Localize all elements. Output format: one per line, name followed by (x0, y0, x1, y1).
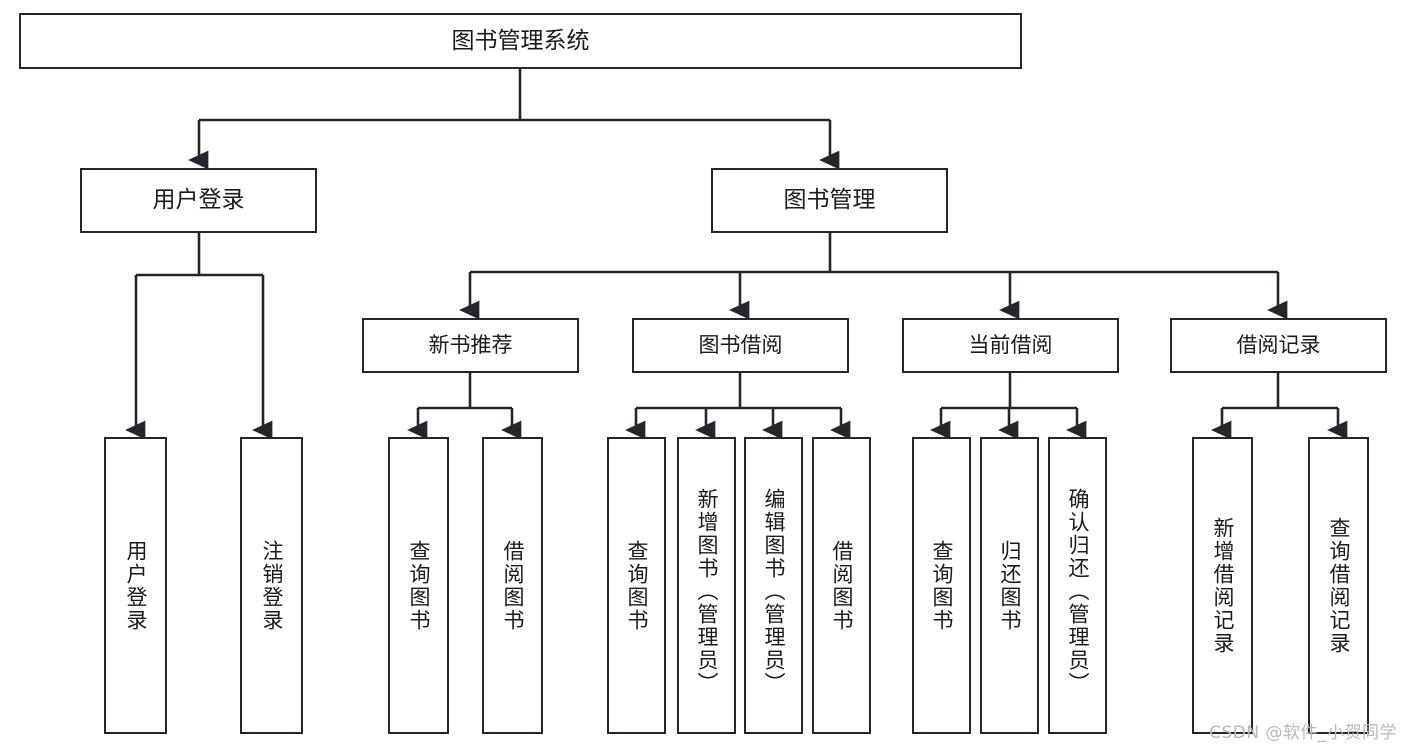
node-label: 查询图书 (930, 539, 954, 632)
node-label: 确认归还（管理员） (1066, 488, 1090, 695)
node-label: 当前借阅 (968, 332, 1053, 357)
leaf-new-book-query[interactable]: 查询图书 (388, 437, 449, 734)
leaf-current-query-book[interactable]: 查询图书 (912, 437, 971, 734)
leaf-current-confirm-return-admin[interactable]: 确认归还（管理员） (1048, 437, 1107, 734)
leaf-borrow-add-book-admin[interactable]: 新增图书（管理员） (677, 437, 736, 734)
node-label: 新增图书（管理员） (695, 488, 719, 695)
node-label: 新增借阅记录 (1211, 516, 1235, 655)
leaf-user-login-logout[interactable]: 注销登录 (240, 437, 303, 734)
leaf-current-return-book[interactable]: 归还图书 (980, 437, 1039, 734)
leaf-user-login-login[interactable]: 用户登录 (104, 437, 167, 734)
node-label: 借阅图书 (830, 539, 854, 632)
watermark: CSDN @软件_小贺同学 (1209, 723, 1397, 743)
node-label: 图书管理 (783, 187, 876, 214)
node-label: 查询借阅记录 (1327, 516, 1351, 655)
leaf-records-add-record[interactable]: 新增借阅记录 (1192, 437, 1253, 734)
leaf-new-book-borrow[interactable]: 借阅图书 (482, 437, 543, 734)
leaf-borrow-edit-book-admin[interactable]: 编辑图书（管理员） (744, 437, 803, 734)
node-borrow-records[interactable]: 借阅记录 (1170, 318, 1387, 373)
node-label: 查询图书 (625, 539, 649, 632)
leaf-records-query-record[interactable]: 查询借阅记录 (1308, 437, 1369, 734)
node-label: 借阅记录 (1236, 332, 1321, 357)
node-label: 图书管理系统 (451, 27, 590, 54)
node-book-borrow[interactable]: 图书借阅 (632, 318, 849, 373)
node-label: 归还图书 (998, 539, 1022, 632)
node-label: 注销登录 (260, 539, 284, 632)
node-label: 用户登录 (124, 539, 148, 632)
node-label: 新书推荐 (428, 332, 513, 357)
node-current-borrow[interactable]: 当前借阅 (902, 318, 1119, 373)
node-label: 编辑图书（管理员） (762, 488, 786, 695)
node-label: 查询图书 (407, 539, 431, 632)
node-label: 借阅图书 (501, 539, 525, 632)
node-root-book-management-system[interactable]: 图书管理系统 (19, 13, 1022, 69)
node-book-management[interactable]: 图书管理 (711, 168, 948, 233)
node-label: 图书借阅 (698, 332, 783, 357)
node-new-book-recommend[interactable]: 新书推荐 (362, 318, 579, 373)
leaf-borrow-query-book[interactable]: 查询图书 (607, 437, 666, 734)
leaf-borrow-borrow-book[interactable]: 借阅图书 (812, 437, 871, 734)
node-user-login[interactable]: 用户登录 (80, 168, 317, 233)
node-label: 用户登录 (152, 187, 245, 214)
